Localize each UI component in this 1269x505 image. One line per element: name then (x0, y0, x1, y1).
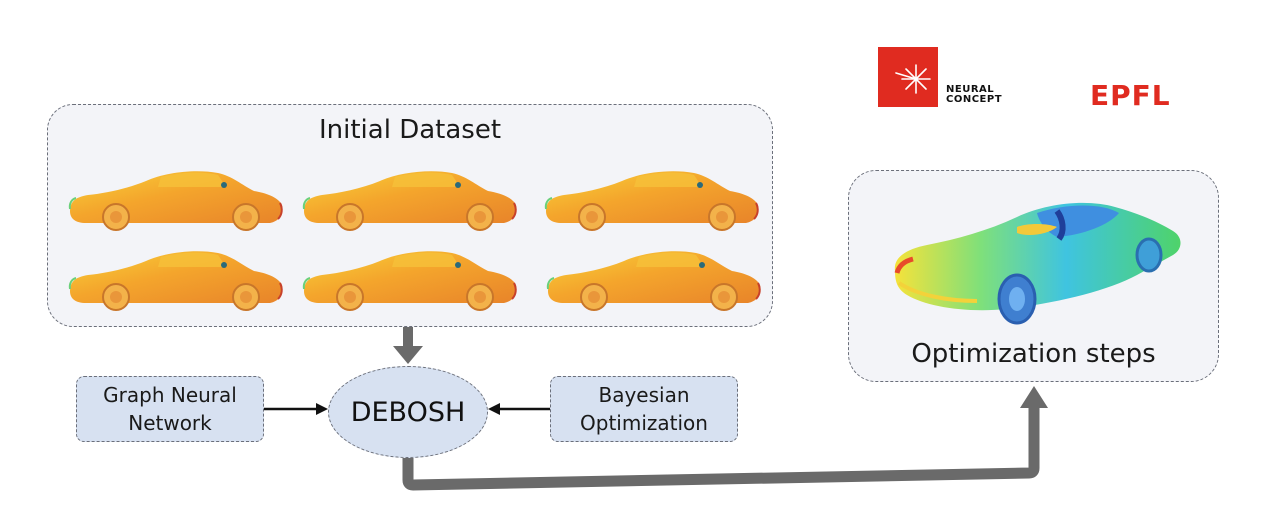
bo-to-debosh-arrow (488, 403, 550, 415)
graph-neural-network-box: Graph Neural Network (76, 376, 264, 442)
bo-label-line2: Optimization (580, 411, 708, 435)
neural-concept-line2: CONCEPT (946, 94, 1003, 105)
dataset-to-debosh-arrow (393, 327, 423, 364)
debosh-label: DEBOSH (350, 396, 466, 428)
neural-concept-line1: NEURAL (946, 84, 995, 95)
initial-dataset-title: Initial Dataset (318, 115, 502, 145)
bo-label-line1: Bayesian (598, 383, 690, 407)
gnn-to-debosh-arrow (264, 403, 328, 415)
neural-concept-logo (878, 47, 938, 107)
optimized-car-image (894, 202, 1181, 325)
initial-dataset-box: Initial Dataset (47, 104, 773, 327)
neural-concept-wordmark: NEURAL CONCEPT (946, 85, 1002, 105)
debosh-node: DEBOSH (328, 366, 488, 458)
debosh-to-optimization-arrow (402, 386, 1048, 491)
bayesian-optimization-box: Bayesian Optimization (550, 376, 738, 442)
epfl-logo: EPFL (1090, 79, 1171, 112)
gnn-label-line1: Graph Neural (103, 383, 237, 407)
optimization-steps-title: Optimization steps (911, 339, 1156, 369)
star-icon (895, 64, 931, 94)
gnn-label-line2: Network (128, 411, 212, 435)
optimization-steps-box: Optimization steps (848, 170, 1219, 382)
